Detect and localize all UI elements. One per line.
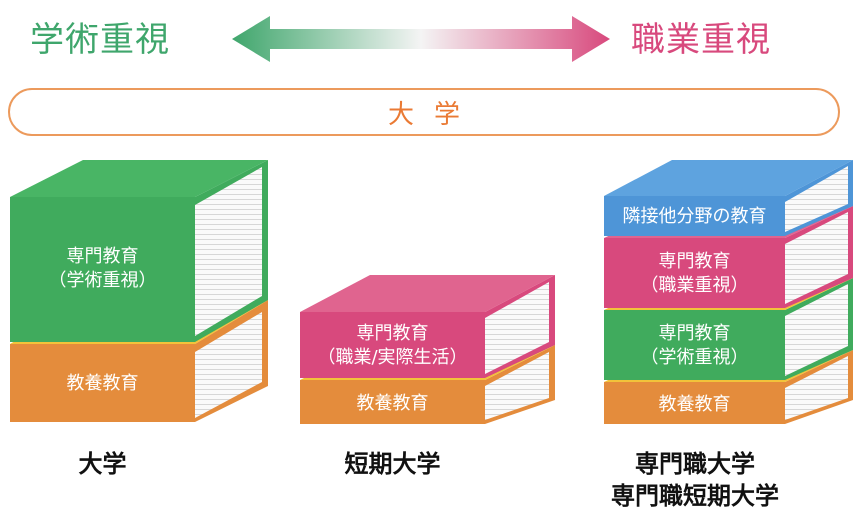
book-label-adjacent-field-3: 隣接他分野の教育 <box>622 206 767 227</box>
university-band-label: 大学 <box>387 99 480 130</box>
book-label-line1: 専門教育 <box>356 323 429 344</box>
book-label-liberal-arts-2: 教養教育 <box>356 393 429 414</box>
book-specialized-academic-1 <box>10 160 268 342</box>
book-label-line2: （学術重視） <box>640 347 749 368</box>
column-junior-college-stack <box>300 275 555 424</box>
school-name-junior-college: 短期大学 <box>344 450 441 478</box>
university-band: 大学 <box>8 88 840 136</box>
school-name-university: 大学 <box>78 450 127 478</box>
column-professional-university-stack <box>604 160 853 424</box>
book-label-line1: 専門教育 <box>66 246 139 267</box>
school-name-professional: 専門職大学 専門職短期大学 <box>590 448 800 512</box>
academic-emphasis-label: 学術重視 <box>30 20 170 60</box>
book-specialized-practical-2 <box>300 275 555 378</box>
book-label-specialized-practical-2: 専門教育 （職業/実際生活） <box>300 322 485 370</box>
school-name-professional-junior-college: 専門職短期大学 <box>611 482 779 510</box>
book-label-line2: （学術重視） <box>48 270 157 291</box>
vocational-emphasis-label: 職業重視 <box>631 20 771 60</box>
book-label-line1: 専門教育 <box>658 251 731 272</box>
book-label-line1: 専門教育 <box>658 323 731 344</box>
book-label-liberal-arts-1: 教養教育 <box>66 373 139 394</box>
book-adjacent-field-3 <box>604 160 853 236</box>
spectrum-arrow <box>232 16 610 62</box>
column-university-stack <box>10 160 268 422</box>
book-label-line2: （職業重視） <box>640 275 749 296</box>
book-label-specialized-vocational-3: 専門教育 （職業重視） <box>604 250 785 298</box>
school-name-professional-university: 専門職大学 <box>635 450 755 478</box>
book-label-line2: （職業/実際生活） <box>317 347 468 368</box>
book-label-specialized-academic-1: 専門教育 （学術重視） <box>10 245 195 293</box>
book-label-liberal-arts-3: 教養教育 <box>658 394 731 415</box>
book-label-specialized-academic-3: 専門教育 （学術重視） <box>604 322 785 370</box>
